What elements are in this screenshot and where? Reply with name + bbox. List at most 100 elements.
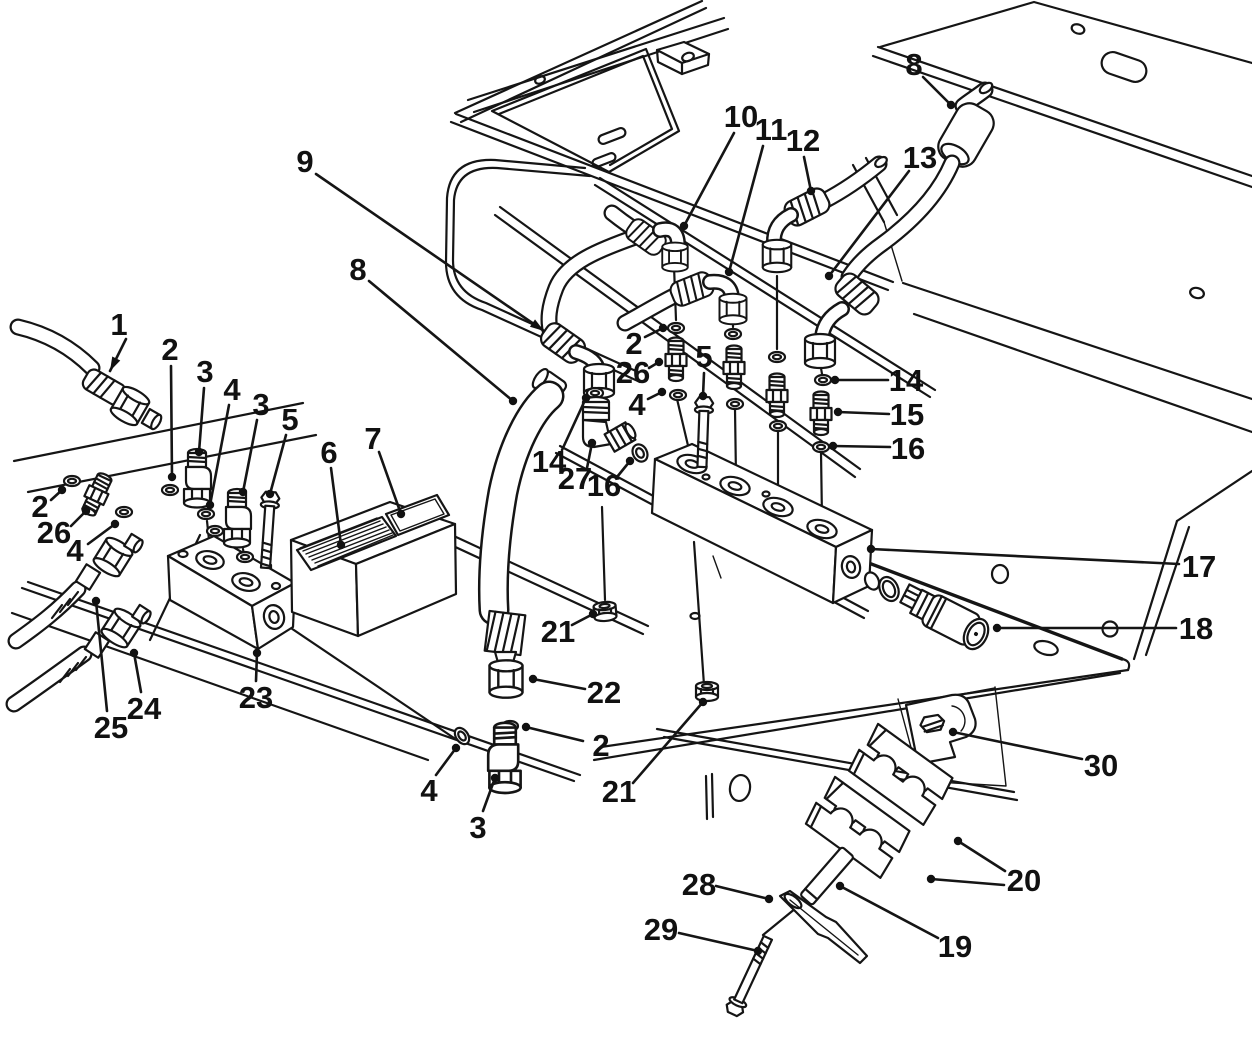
- elbow-10-nut: [661, 241, 689, 273]
- leader-dot: [521, 722, 531, 732]
- callout-24: 24: [127, 648, 162, 726]
- part-number-6: 6: [320, 435, 337, 470]
- callout-4c: 4: [66, 519, 120, 568]
- leader-dot: [194, 447, 204, 457]
- callout-4b: 4: [628, 387, 667, 422]
- leader-line: [94, 599, 109, 713]
- hose-1: [9, 318, 163, 431]
- part-number-28: 28: [682, 867, 716, 902]
- part-number-3c: 3: [469, 810, 486, 845]
- leader-dot: [396, 509, 406, 519]
- hose-24: [7, 532, 144, 650]
- callout-2d: 2: [521, 722, 610, 763]
- part-number-23: 23: [239, 680, 273, 715]
- label-plate-7: [384, 493, 451, 537]
- leader-dot: [926, 874, 936, 884]
- callout-23: 23: [239, 648, 273, 715]
- leader-dot: [753, 946, 763, 956]
- leader-dot: [946, 100, 956, 110]
- hose-25: [5, 603, 152, 713]
- leader-dot: [129, 648, 139, 658]
- leader-line: [727, 144, 765, 274]
- leader-dot: [205, 500, 215, 510]
- leader-line: [714, 884, 771, 901]
- callout-5a: 5: [265, 402, 299, 499]
- callout-8a: 8: [349, 252, 518, 406]
- part-number-2a: 2: [161, 332, 178, 367]
- leader-line: [677, 931, 760, 953]
- callout-2c: 2: [31, 485, 67, 524]
- leader-dot: [490, 773, 500, 783]
- leader-line: [169, 364, 174, 479]
- part-number-29: 29: [644, 912, 678, 947]
- valve-18: [863, 571, 990, 651]
- spacer-19: [800, 846, 854, 906]
- callout-8b: 8: [905, 47, 956, 110]
- part-number-14a: 14: [532, 444, 567, 479]
- leader-line: [956, 839, 1007, 873]
- manifold-17: [650, 442, 874, 605]
- leader-dot: [167, 472, 177, 482]
- leader-line: [585, 441, 594, 470]
- leader-dot: [953, 836, 963, 846]
- callout-22: 22: [528, 674, 621, 710]
- callout-4d: 4: [420, 743, 461, 808]
- part-number-8a: 8: [349, 252, 366, 287]
- leader-dot: [830, 375, 840, 385]
- callout-13: 13: [824, 140, 937, 281]
- leader-line: [951, 730, 1084, 761]
- leader-line: [481, 776, 497, 813]
- o-ring: [196, 507, 216, 521]
- callout-10: 10: [679, 99, 758, 231]
- block-6-7: [289, 493, 458, 638]
- locknut-21: [694, 680, 720, 703]
- hose-8-bottom-fittings: [453, 599, 618, 795]
- part-number-10: 10: [724, 99, 758, 134]
- leader-dot: [252, 648, 262, 658]
- deck-bracket-block: [655, 40, 711, 76]
- leader-dot: [581, 393, 591, 403]
- locknut-21: [592, 599, 618, 624]
- part-number-4c: 4: [66, 533, 84, 568]
- hose-nut-22: [488, 659, 524, 699]
- o-ring: [205, 524, 225, 538]
- o-ring: [114, 505, 134, 519]
- leader-dot: [698, 697, 708, 707]
- hose-8: [477, 367, 568, 699]
- leader-dot: [724, 267, 734, 277]
- part-number-1: 1: [110, 307, 127, 342]
- leader-line: [197, 386, 206, 454]
- leader-dot: [764, 894, 774, 904]
- callout-9: 9: [296, 144, 546, 333]
- leader-dot: [110, 519, 120, 529]
- leader-line: [367, 279, 515, 403]
- leader-line: [132, 651, 143, 694]
- leader-dot: [81, 506, 91, 516]
- callout-14b: 14: [830, 363, 924, 398]
- leader-line: [869, 547, 1181, 566]
- leader-dot: [528, 674, 538, 684]
- leader-dot: [265, 489, 275, 499]
- part-number-22: 22: [587, 675, 621, 710]
- part-number-18: 18: [1179, 611, 1213, 646]
- leader-dot: [806, 186, 816, 196]
- fitting-columns: [664, 321, 833, 469]
- leader-dot: [654, 357, 664, 367]
- leader-line: [838, 884, 940, 940]
- leader-line: [531, 677, 587, 691]
- leader-line: [827, 169, 911, 278]
- callout-3c: 3: [469, 773, 500, 845]
- leader-dot: [992, 623, 1002, 633]
- part-number-8b: 8: [905, 47, 922, 82]
- leader-dot: [835, 881, 845, 891]
- grille-6: [295, 515, 398, 572]
- part-number-5a: 5: [281, 402, 298, 437]
- part-number-21b: 21: [602, 774, 636, 809]
- callout-6: 6: [320, 435, 346, 550]
- callout-20: 20: [926, 836, 1041, 898]
- fitting-stack-27: [581, 386, 649, 463]
- part-number-15: 15: [890, 397, 924, 432]
- hose-12: [761, 155, 888, 274]
- strap-28: [778, 889, 869, 965]
- leader-line: [254, 651, 259, 683]
